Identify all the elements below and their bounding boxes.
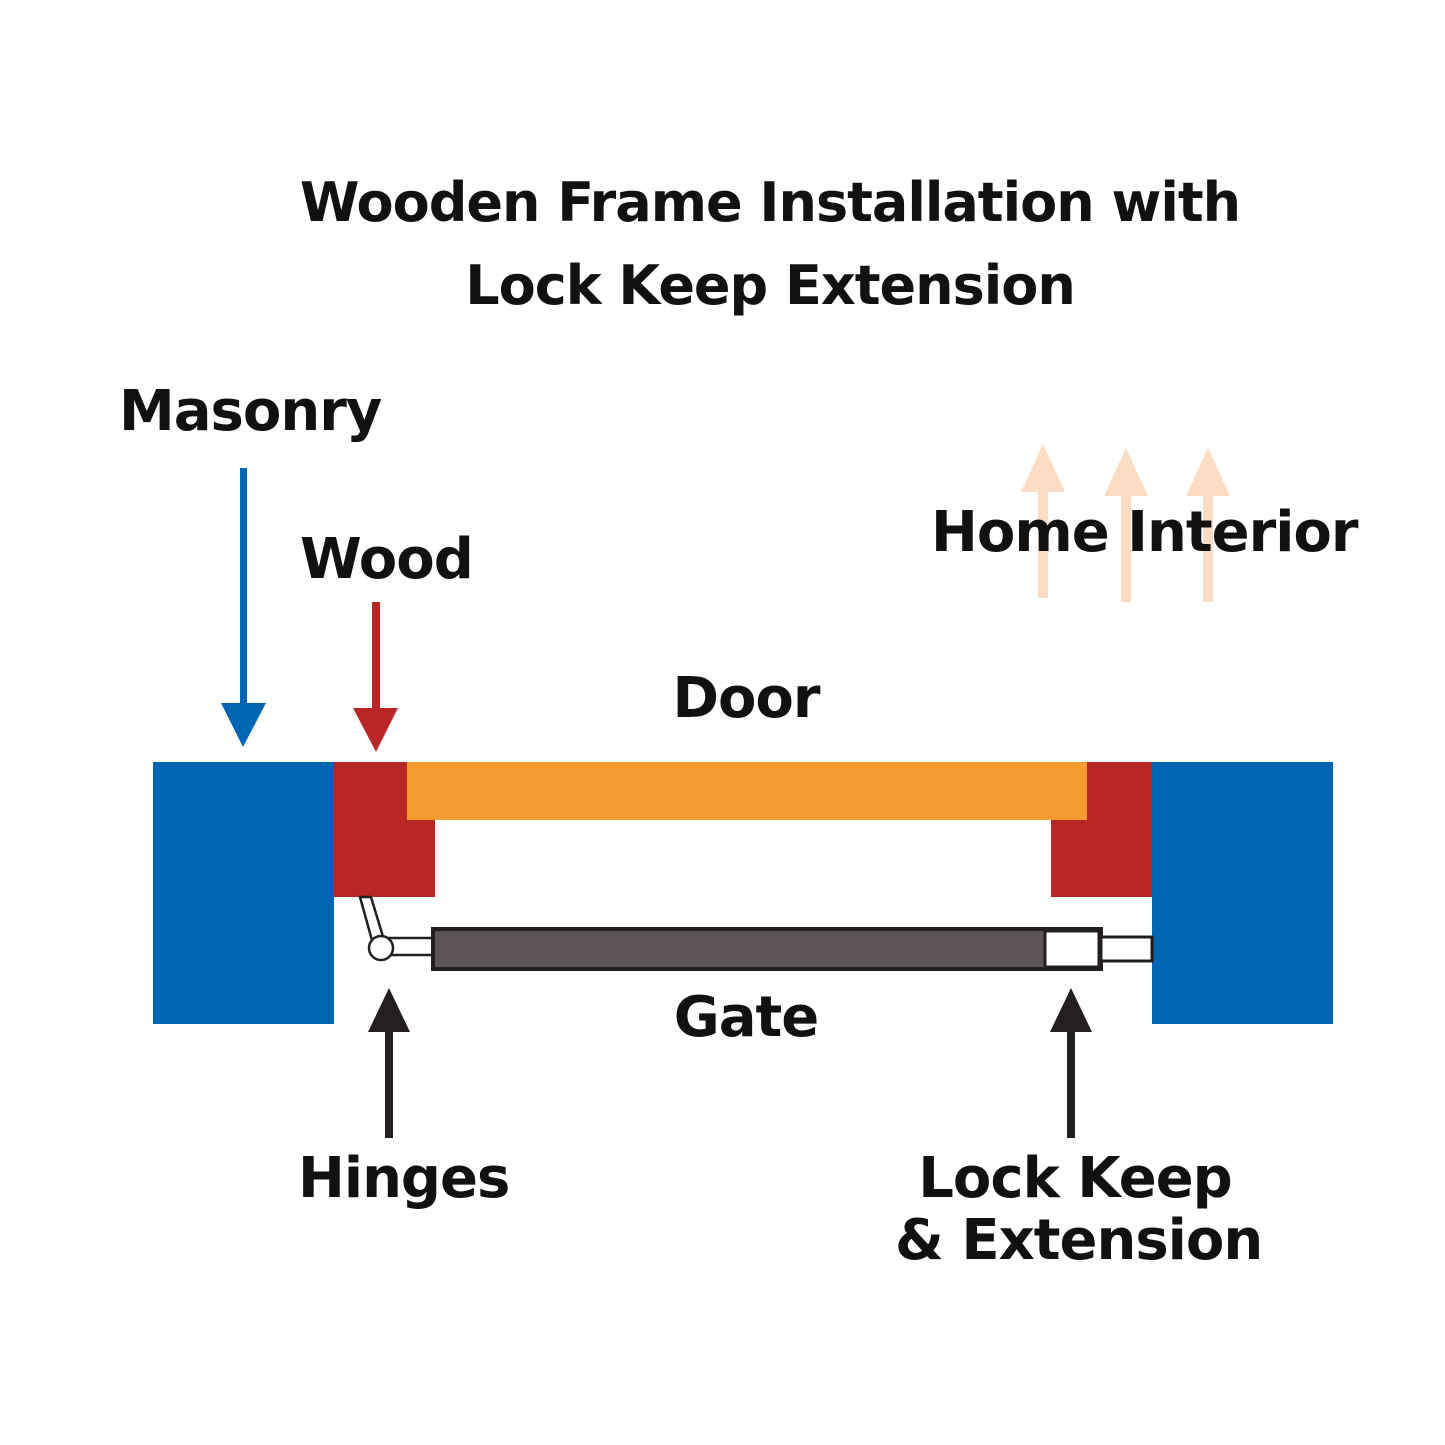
masonry-right-block [1152,762,1333,1024]
title-line-1: Wooden Frame Installation with [299,171,1241,234]
hinge-arm-horizontal [386,936,435,957]
lock-keep-label-line-1: Lock Keep [918,1146,1233,1211]
wood-label: Wood [300,527,474,592]
wood-frame-left [334,762,435,897]
door-panel [407,762,1087,820]
lock-keep [1043,929,1101,969]
lock-extension [1099,935,1154,963]
lock-keep-pointer-arrow [1050,988,1092,1138]
home-interior-label: Home Interior [931,500,1359,565]
title-line-2: Lock Keep Extension [465,254,1076,317]
door-label: Door [672,666,820,731]
masonry-label: Masonry [119,379,382,444]
interior-arrow-2 [1104,448,1148,602]
interior-arrow-3 [1186,448,1230,602]
interior-arrow-1 [1021,444,1065,598]
hinges-label: Hinges [298,1146,510,1211]
wood-frame-right [1051,762,1152,897]
hinges-pointer-arrow [368,988,410,1138]
masonry-left-block [153,762,334,1024]
hinge-pivot [367,934,395,962]
lock-keep-label-line-2: & Extension [895,1208,1263,1273]
wood-pointer-arrow [353,602,398,752]
gate-label: Gate [673,985,820,1050]
gate-bar [431,927,1103,971]
masonry-pointer-arrow [221,468,266,747]
hinge-assembly [358,895,435,962]
